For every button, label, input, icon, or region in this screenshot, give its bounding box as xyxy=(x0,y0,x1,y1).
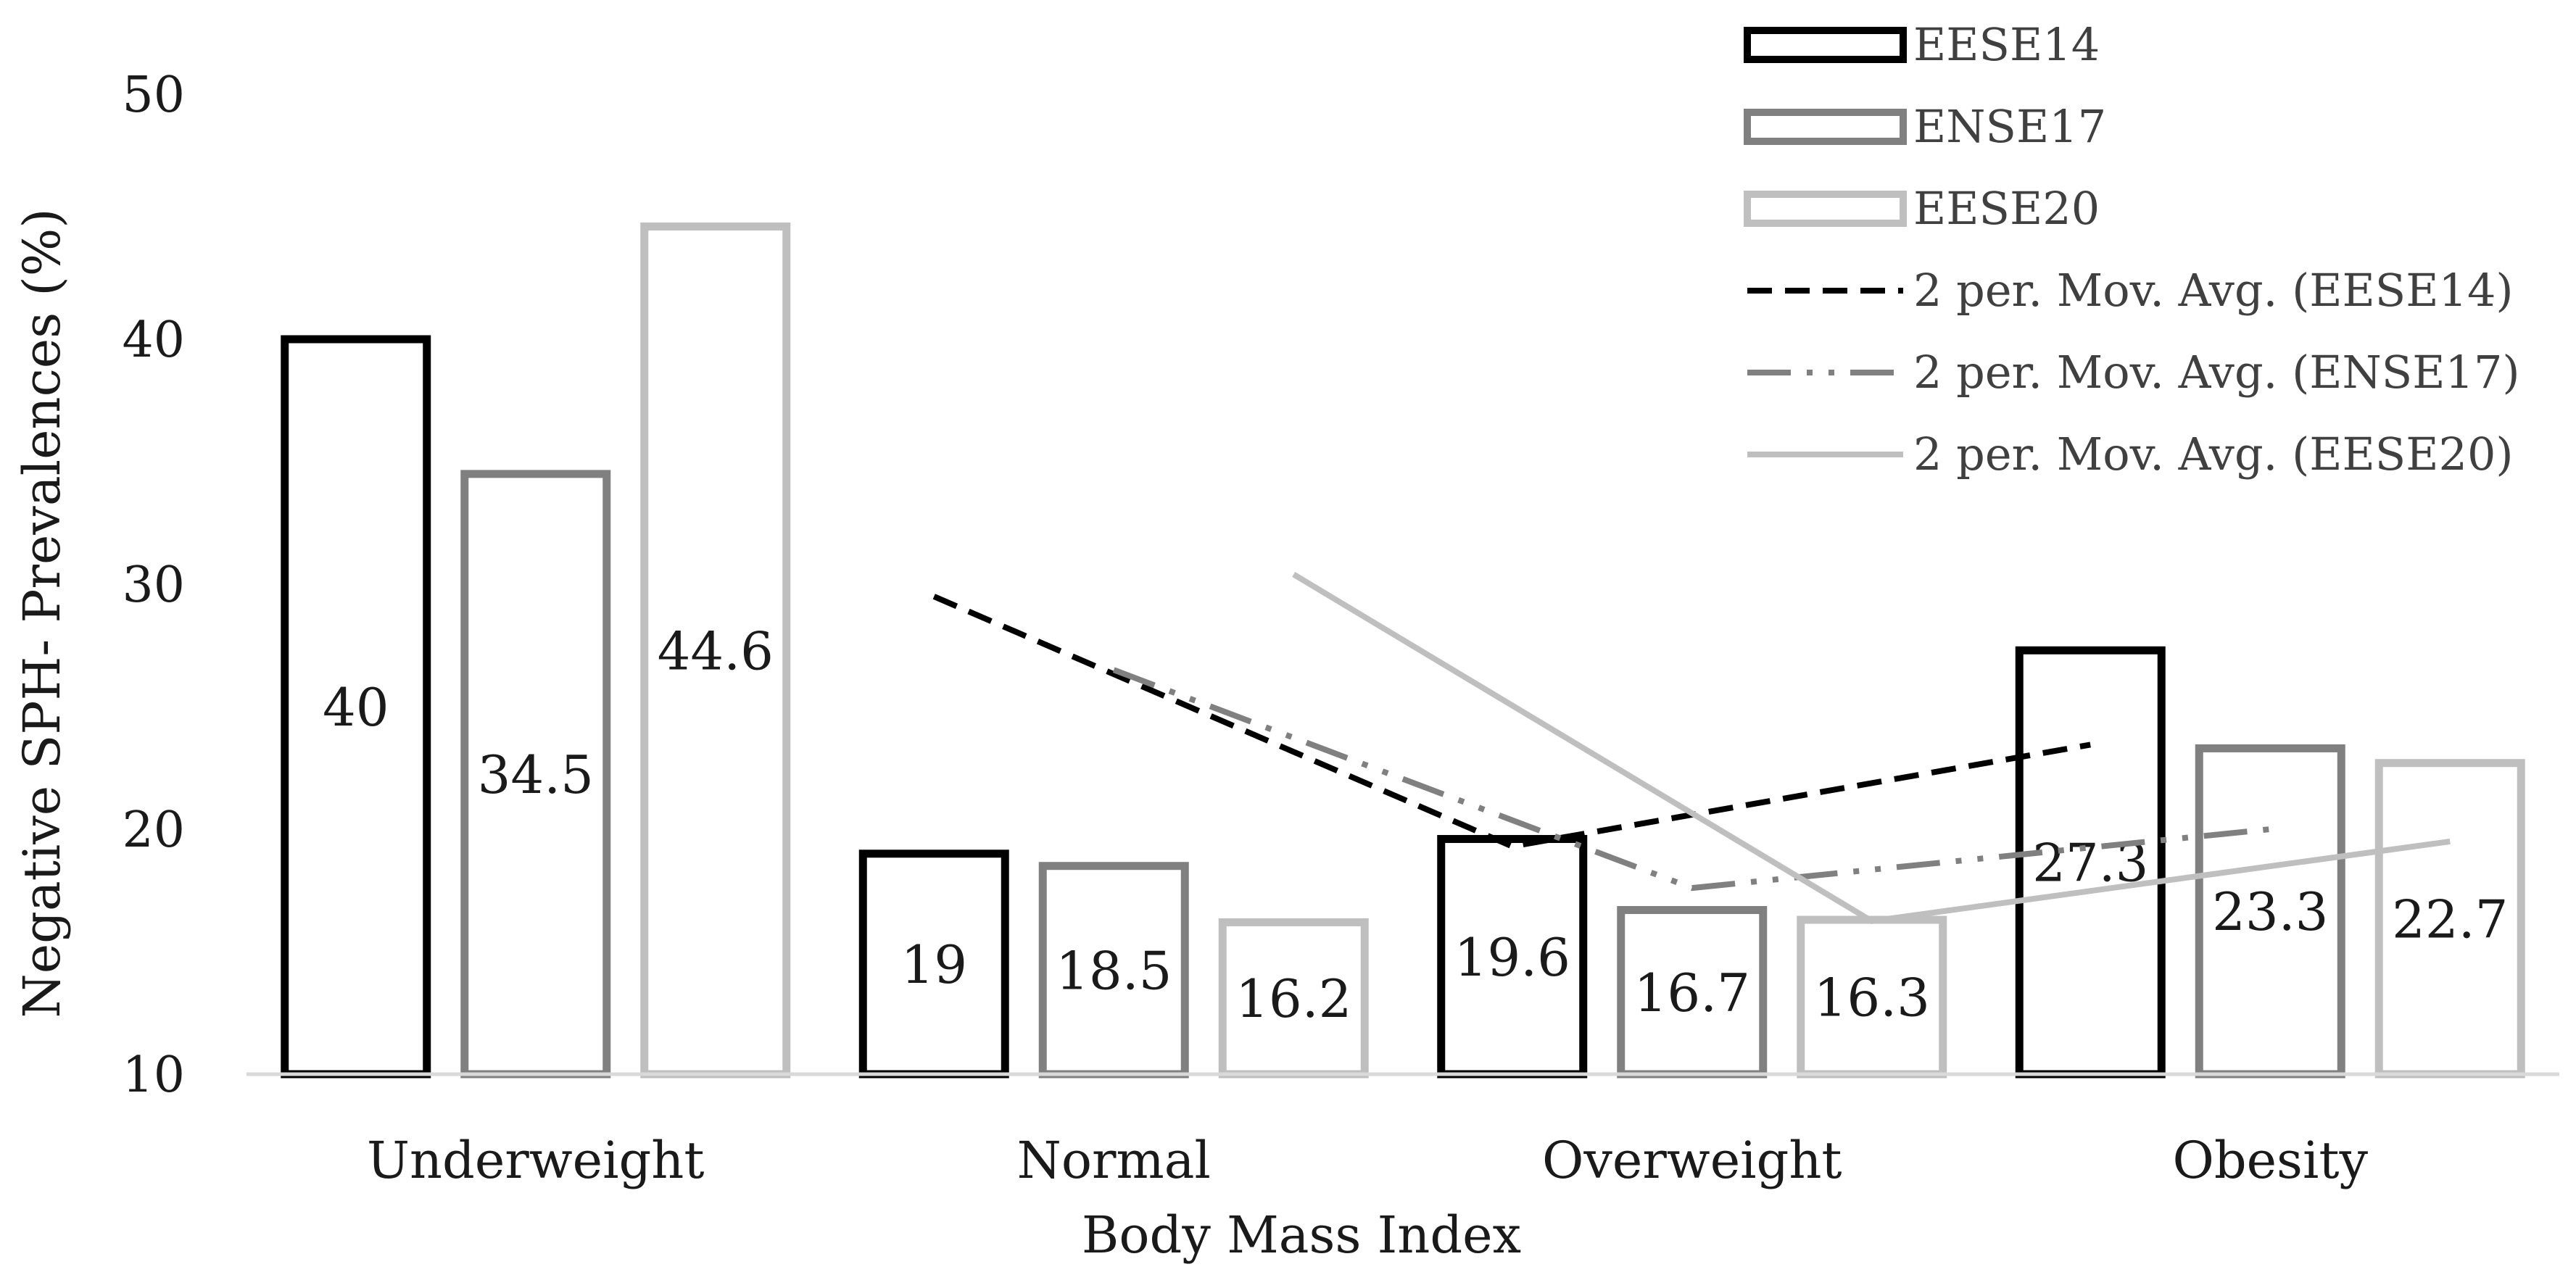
legend-swatch xyxy=(1744,109,1907,145)
y-tick-label: 30 xyxy=(122,557,185,614)
trendlines xyxy=(932,572,2451,924)
legend-swatch xyxy=(1744,191,1907,227)
x-tick-label: Overweight xyxy=(1542,1131,1842,1190)
bar xyxy=(858,849,1009,1079)
bar xyxy=(2374,759,2525,1079)
x-tick-label: Normal xyxy=(1017,1131,1211,1190)
data-label: 34.5 xyxy=(478,744,594,805)
legend-swatch xyxy=(1744,27,1907,63)
data-label: 23.3 xyxy=(2212,881,2328,942)
data-label: 44.6 xyxy=(658,620,774,681)
legend-label: 2 per. Mov. Avg. (ENSE17) xyxy=(1913,346,2520,399)
y-tick-label: 40 xyxy=(122,312,185,369)
x-axis: Underweight Normal Overweight Obesity xyxy=(247,1072,2559,1190)
legend-label: 2 per. Mov. Avg. (EESE14) xyxy=(1913,264,2514,317)
data-label: 16.3 xyxy=(1814,968,1930,1029)
data-label: 19 xyxy=(900,934,967,995)
legend-label: EESE20 xyxy=(1913,182,2100,235)
trendline xyxy=(1112,667,2271,892)
legend-label: ENSE17 xyxy=(1913,100,2106,153)
x-axis-title: Body Mass Index xyxy=(1082,1205,1521,1265)
legend-label: 2 per. Mov. Avg. (EESE20) xyxy=(1913,428,2514,481)
data-label: 18.5 xyxy=(1056,940,1172,1001)
y-tick-label: 10 xyxy=(122,1047,185,1104)
bar xyxy=(1437,835,1588,1079)
data-label: 40 xyxy=(323,677,389,738)
data-label: 16.2 xyxy=(1235,968,1351,1029)
data-label: 16.7 xyxy=(1634,963,1750,1023)
trendline xyxy=(1292,572,2451,924)
x-tick-label: Underweight xyxy=(367,1131,705,1190)
bar xyxy=(281,335,431,1079)
x-tick-label: Obesity xyxy=(2172,1131,2368,1190)
y-tick-label: 20 xyxy=(122,802,185,859)
y-tick-label: 50 xyxy=(122,67,185,124)
bar xyxy=(1617,906,1768,1079)
legend-label: EESE14 xyxy=(1913,18,2100,71)
data-label: 22.7 xyxy=(2392,889,2508,950)
bar xyxy=(640,223,791,1079)
trendline xyxy=(932,594,2091,849)
data-label: 19.6 xyxy=(1454,927,1570,988)
y-axis-title: Negative SPH- Prevalences (%) xyxy=(12,208,72,1018)
y-axis: 10 20 30 40 50 xyxy=(122,67,185,1104)
